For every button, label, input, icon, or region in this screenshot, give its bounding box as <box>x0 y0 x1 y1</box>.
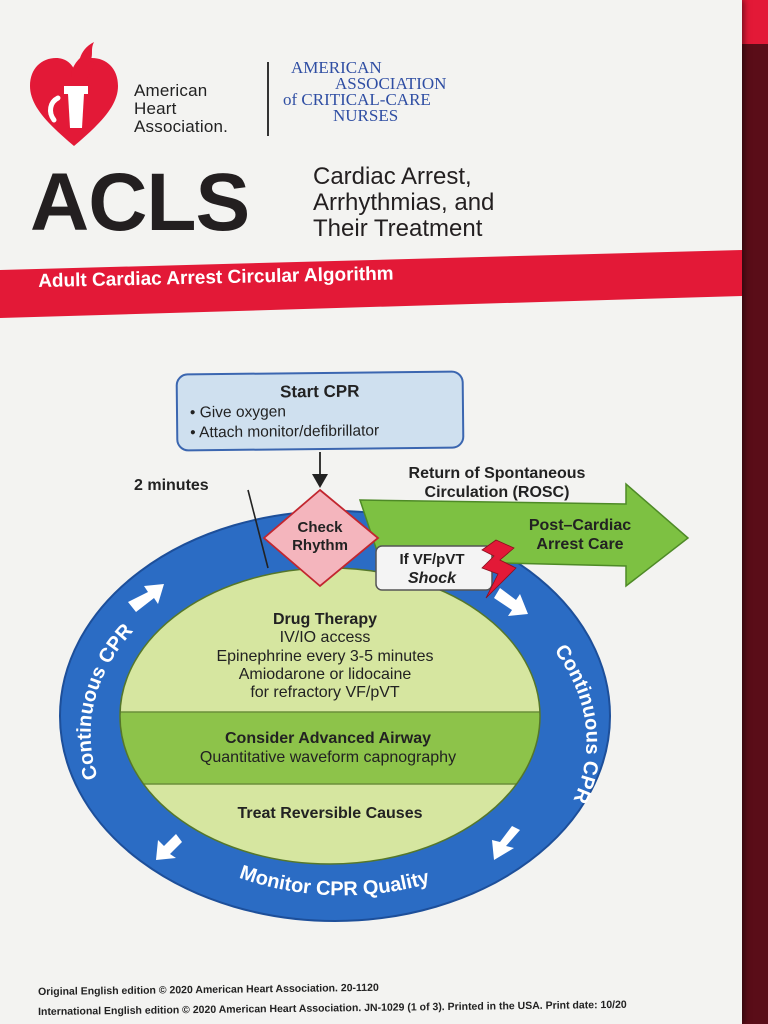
start-cpr-title: Start CPR <box>280 381 360 402</box>
circular-algorithm-diagram: Continuous CPR Continuous CPR Monitor CP… <box>59 452 690 922</box>
rosc-line-1: Return of Spontaneous <box>409 465 586 482</box>
ring-arrow-icon <box>494 588 528 616</box>
reversible-causes: Treat Reversible Causes <box>238 805 423 822</box>
aacn-wordmark: AMERICAN ASSOCIATION of CRITICAL-CARE NU… <box>283 58 447 125</box>
start-cpr-bullet: • Attach monitor/defibrillator <box>190 422 380 442</box>
shock-bolt-icon <box>481 539 517 599</box>
shock-line-1: If VF/pVT <box>400 551 465 568</box>
check-rhythm-line-2: Rhythm <box>292 537 348 554</box>
airway-line: Quantitative waveform capnography <box>200 749 456 766</box>
subtitle: Cardiac Arrest, Arrhythmias, and Their T… <box>313 163 495 242</box>
check-rhythm-line-1: Check <box>297 519 343 536</box>
acls-card: American Heart Association. AMERICAN ASS… <box>0 0 742 1024</box>
check-rhythm-diamond <box>262 488 380 588</box>
title-banner <box>0 250 742 318</box>
rosc-line-2: Circulation (ROSC) <box>425 484 570 501</box>
start-cpr-bullet: • Give oxygen <box>189 403 287 422</box>
aha-heart-torch-logo-icon <box>30 42 118 146</box>
drug-therapy-line: Epinephrine every 3-5 minutes <box>216 648 433 665</box>
ring-arrow-icon <box>492 826 520 860</box>
airway-title: Consider Advanced Airway <box>225 730 431 747</box>
ring-arrow-icon <box>156 834 182 860</box>
acls-title: ACLS <box>30 157 250 248</box>
shock-line-2: Shock <box>408 570 457 587</box>
drug-therapy-line: for refractory VF/pVT <box>250 684 400 701</box>
aha-wordmark: American Heart Association. <box>134 81 229 136</box>
footer-line-2: International English edition © 2020 Ame… <box>38 998 627 1018</box>
footer-line-1: Original English edition © 2020 American… <box>38 981 379 998</box>
two-minutes-label: 2 minutes <box>134 477 209 494</box>
logo-separator <box>267 62 269 136</box>
two-minutes-pointer <box>247 489 269 569</box>
post-cardiac-line-2: Arrest Care <box>536 536 623 553</box>
drug-therapy-line: IV/IO access <box>280 629 371 646</box>
start-cpr-box: Start CPR • Give oxygen • Attach monitor… <box>175 370 465 452</box>
ring-arrow-icon <box>128 584 164 612</box>
drug-therapy-line: Amiodarone or lidocaine <box>239 666 412 683</box>
post-cardiac-line-1: Post–Cardiac <box>529 517 631 534</box>
drug-therapy-title: Drug Therapy <box>273 611 377 628</box>
